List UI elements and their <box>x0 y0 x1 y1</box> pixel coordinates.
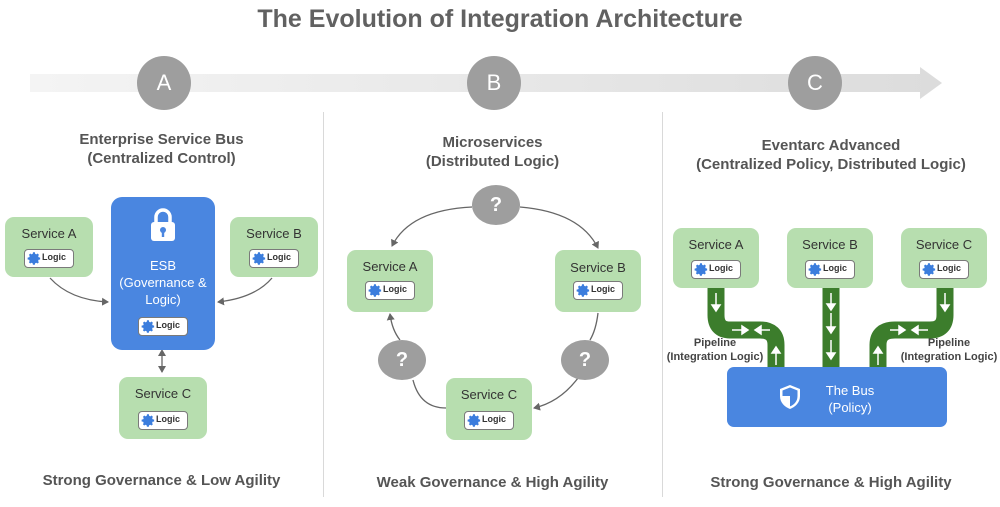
unknown-node-right: ? <box>561 340 609 380</box>
section-c-heading-line2: (Centralized Policy, Distributed Logic) <box>696 156 966 173</box>
divider-right <box>662 112 663 497</box>
logic-label: Logic <box>482 414 506 424</box>
logic-label: Logic <box>823 263 847 273</box>
logic-label: Logic <box>156 414 180 424</box>
logic-badge: Logic <box>464 411 514 430</box>
service-a-card: Service A Logic <box>673 228 759 288</box>
section-c-heading: Eventarc Advanced (Centralized Policy, D… <box>662 136 1000 174</box>
service-c-card: Service C Logic <box>901 228 987 288</box>
section-c-footer: Strong Governance & High Agility <box>710 474 952 491</box>
unknown-node-top: ? <box>472 185 520 225</box>
service-c-card: Service C Logic <box>446 378 532 440</box>
service-a-name: Service A <box>362 259 418 274</box>
service-a-name: Service A <box>688 237 744 252</box>
bus-label-line1: The Bus <box>825 383 875 398</box>
line-c-to-q <box>412 379 447 409</box>
the-bus-box: The Bus (Policy) <box>727 367 947 427</box>
lock-icon <box>151 208 175 241</box>
section-a-footer: Strong Governance & Low Agility <box>42 472 281 489</box>
shield-icon <box>780 385 800 409</box>
logic-badge: Logic <box>138 317 188 336</box>
esb-label-line2: (Governance & <box>119 275 207 290</box>
section-b-footer: Weak Governance & High Agility <box>376 474 609 491</box>
service-b-card: Service B Logic <box>787 228 873 288</box>
logic-badge: Logic <box>805 260 855 279</box>
service-b-card: Service B Logic <box>230 217 318 277</box>
gear-icon <box>467 414 481 427</box>
unknown-node-left: ? <box>378 340 426 380</box>
esb-box: ESB (Governance & Logic) Logic <box>111 197 215 350</box>
bus-label-line2: (Policy) <box>828 400 872 415</box>
section-b-heading: Microservices (Distributed Logic) <box>323 133 662 171</box>
logic-badge: Logic <box>573 281 623 300</box>
section-a-heading: Enterprise Service Bus (Centralized Cont… <box>0 130 323 168</box>
esb-label-line1: ESB <box>149 258 176 273</box>
logic-label: Logic <box>709 263 733 273</box>
logic-label: Logic <box>156 320 180 330</box>
gear-icon <box>368 284 382 297</box>
line-b-to-q <box>589 312 599 341</box>
section-a-heading-line2: (Centralized Control) <box>87 150 236 167</box>
divider-left <box>323 112 324 497</box>
pipeline-label-left: Pipeline (Integration Logic) <box>662 336 768 364</box>
service-c-card: Service C Logic <box>119 377 207 439</box>
section-b-heading-line1: Microservices <box>442 134 543 151</box>
page-title: The Evolution of Integration Architectur… <box>257 5 743 33</box>
bus-label: The Bus (Policy) <box>805 382 895 416</box>
pipeline-label-line2: (Integration Logic) <box>666 351 764 363</box>
section-c-heading-line1: Eventarc Advanced <box>761 137 901 154</box>
logic-badge: Logic <box>24 249 74 268</box>
gear-icon <box>141 414 155 427</box>
esb-label: ESB (Governance & Logic) <box>111 257 215 308</box>
section-a-heading-line1: Enterprise Service Bus <box>79 131 244 148</box>
logic-badge: Logic <box>138 411 188 430</box>
logic-badge: Logic <box>691 260 741 279</box>
section-b-heading-line2: (Distributed Logic) <box>425 153 560 170</box>
logic-badge: Logic <box>249 249 299 268</box>
gear-icon <box>808 263 822 276</box>
service-c-name: Service C <box>915 237 973 252</box>
service-a-card: Service A Logic <box>5 217 93 277</box>
service-b-name: Service B <box>246 226 302 241</box>
gear-icon <box>922 263 936 276</box>
service-c-name: Service C <box>134 386 192 401</box>
service-b-name: Service B <box>570 260 626 275</box>
arrow-b-to-esb <box>217 277 273 306</box>
step-b-badge: B <box>467 56 521 110</box>
arrow-q-to-c <box>533 377 579 411</box>
logic-label: Logic <box>591 284 615 294</box>
gear-icon <box>694 263 708 276</box>
arrow-q-to-b <box>519 206 599 249</box>
service-b-card: Service B Logic <box>555 250 641 312</box>
service-c-name: Service C <box>460 387 518 402</box>
pipeline-label-line1: Pipeline <box>927 337 971 349</box>
gear-icon <box>576 284 590 297</box>
arrow-q-to-a-bottom <box>386 313 401 341</box>
pipeline-label-line2: (Integration Logic) <box>900 351 998 363</box>
service-a-name: Service A <box>21 226 77 241</box>
logic-badge: Logic <box>919 260 969 279</box>
logic-label: Logic <box>937 263 961 273</box>
logic-label: Logic <box>267 252 291 262</box>
gear-icon <box>27 252 41 265</box>
logic-badge: Logic <box>365 281 415 300</box>
step-a-badge: A <box>137 56 191 110</box>
arrow-q-to-a <box>391 206 473 247</box>
esb-label-line3: Logic) <box>145 292 181 307</box>
pipeline-label-right: Pipeline (Integration Logic) <box>896 336 1000 364</box>
gear-icon <box>252 252 266 265</box>
logic-label: Logic <box>42 252 66 262</box>
gear-icon <box>141 320 155 333</box>
pipeline-group <box>707 288 954 368</box>
logic-label: Logic <box>383 284 407 294</box>
arrow-a-to-esb <box>49 277 109 306</box>
service-a-card: Service A Logic <box>347 250 433 312</box>
service-b-name: Service B <box>802 237 858 252</box>
pipeline-label-line1: Pipeline <box>693 337 737 349</box>
step-c-badge: C <box>788 56 842 110</box>
